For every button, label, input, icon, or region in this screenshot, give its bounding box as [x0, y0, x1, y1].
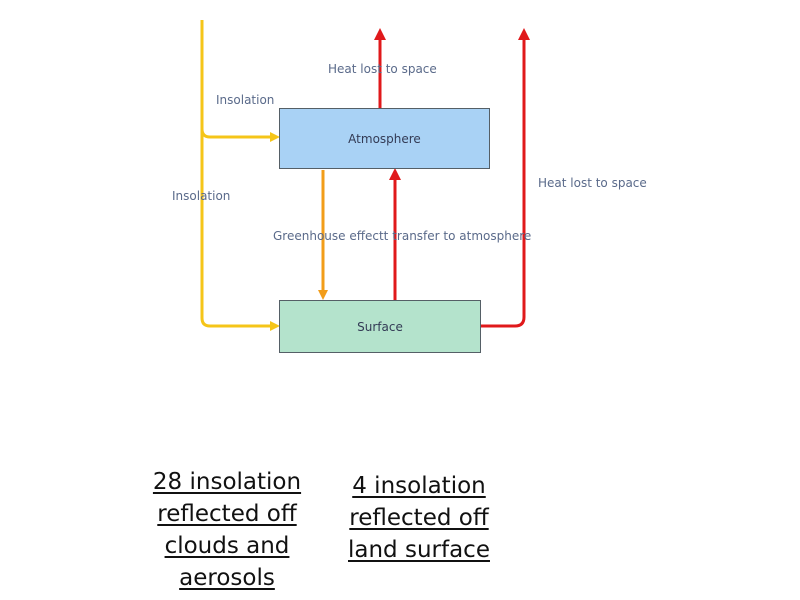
insolation-top-label: Insolation	[216, 93, 275, 107]
surface-node: Surface	[279, 300, 481, 353]
surface-label: Surface	[357, 319, 403, 334]
insolation-trunk-line	[200, 20, 280, 331]
greenhouse-label: Greenhouse effectt transfer to atmospher…	[273, 229, 532, 243]
insolation-to-atmosphere-arrow	[200, 128, 280, 142]
clouds-reflection-caption: 28 insolation reflected off clouds and a…	[152, 469, 302, 591]
heat-lost-top-label: Heat lost to space	[328, 62, 437, 76]
land-reflection-caption: 4 insolation reflected off land surface	[348, 473, 490, 563]
insolation-side-label: Insolation	[172, 189, 231, 203]
atmosphere-node: Atmosphere	[279, 108, 490, 169]
surface-heat-lost-arrow	[481, 28, 530, 328]
heat-lost-right-label: Heat lost to space	[538, 176, 647, 190]
atmosphere-label: Atmosphere	[348, 131, 421, 146]
